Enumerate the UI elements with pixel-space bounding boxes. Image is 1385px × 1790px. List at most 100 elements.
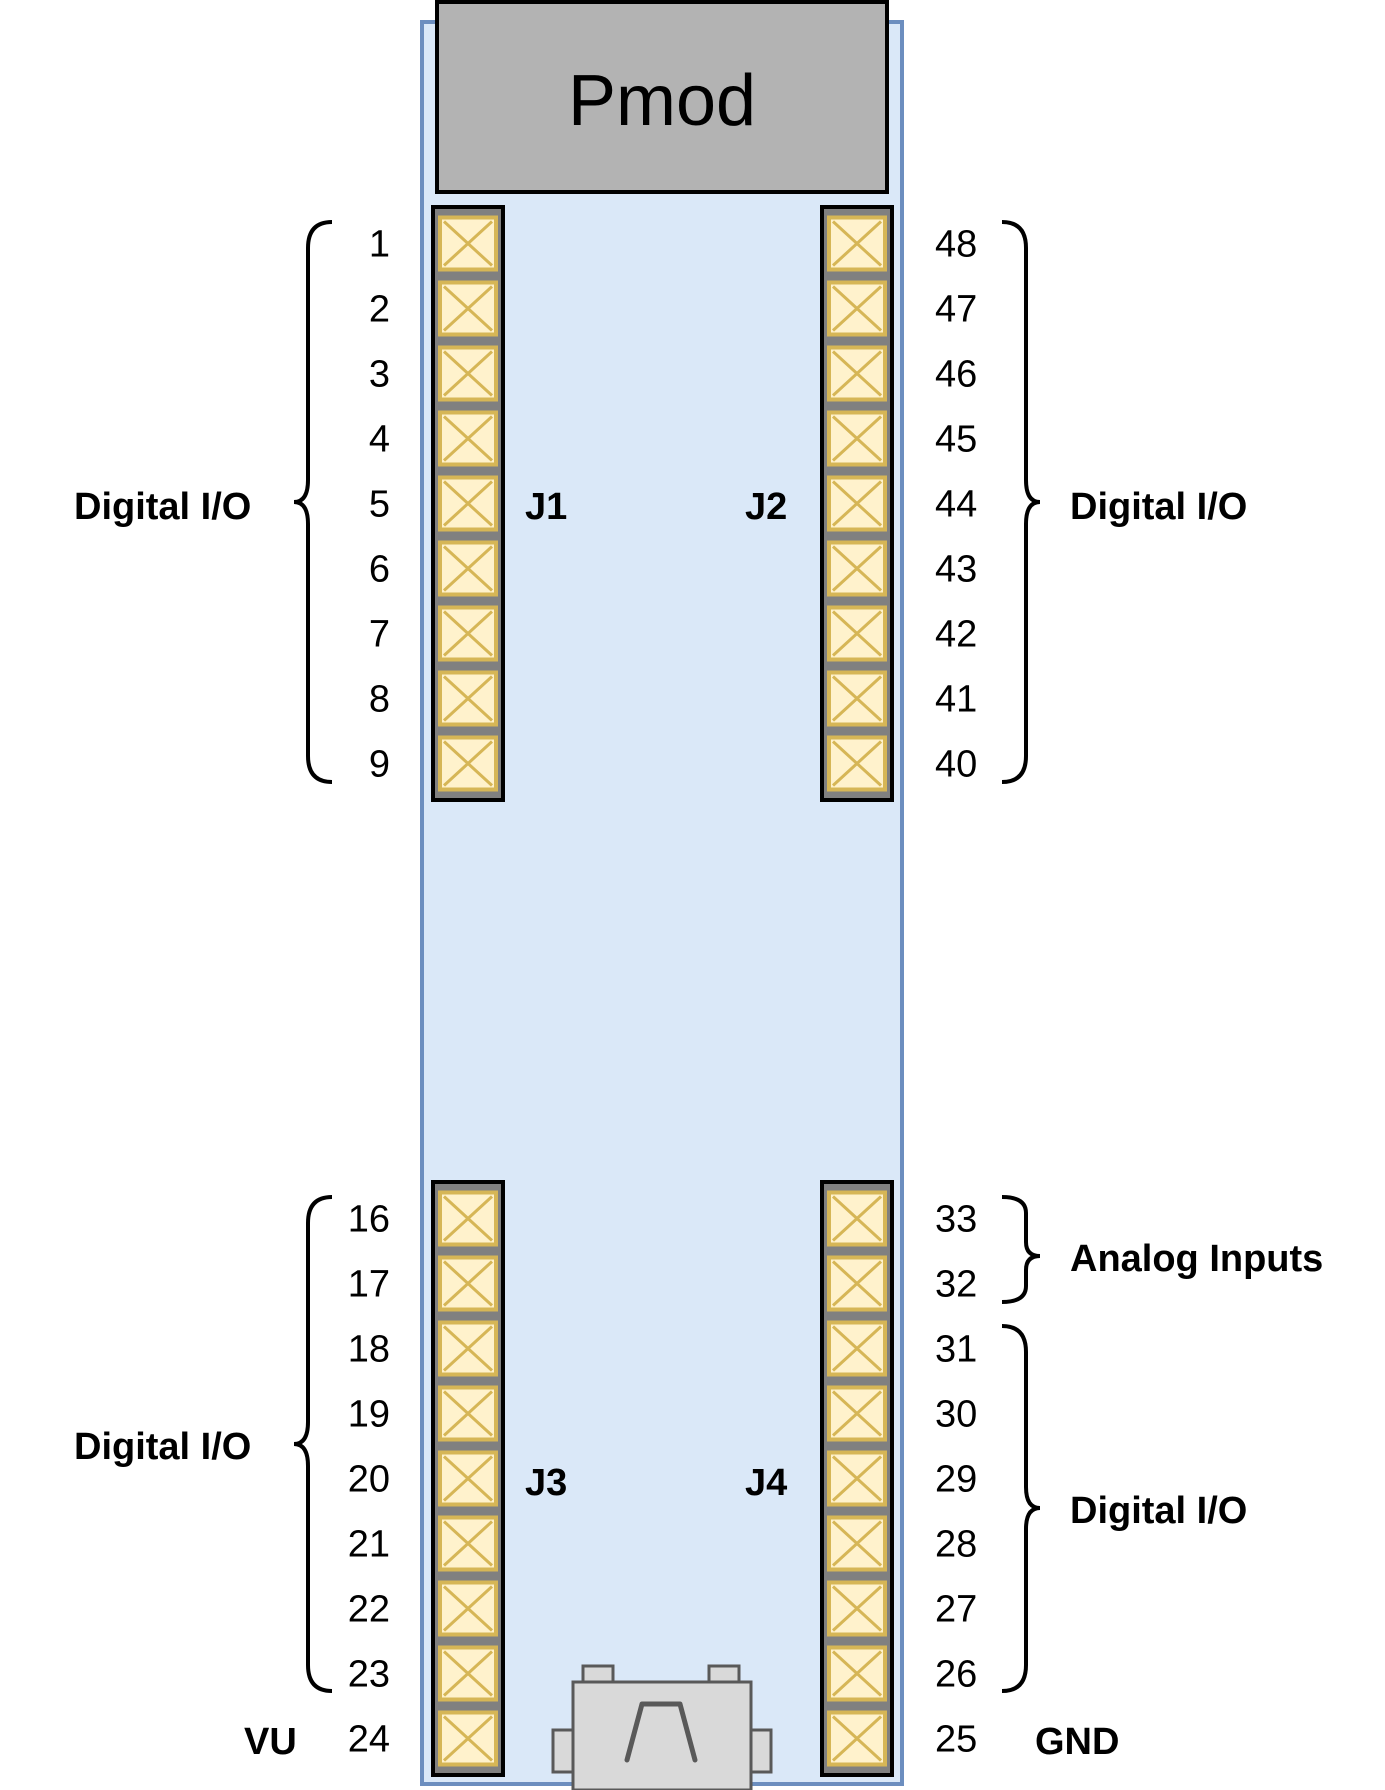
pin-number-6: 6: [369, 549, 390, 591]
pin-2: [438, 280, 498, 337]
pin-number-43: 43: [935, 549, 977, 591]
power-label-gnd: GND: [1035, 1721, 1119, 1763]
pin-23: [438, 1645, 498, 1702]
pin-number-31: 31: [935, 1329, 977, 1371]
pin-48: [827, 215, 887, 272]
pin-number-40: 40: [935, 744, 977, 786]
pin-number-33: 33: [935, 1199, 977, 1241]
group-label-j4-digital-io: Digital I/O: [1070, 1490, 1247, 1532]
header-j1: [431, 205, 505, 802]
pin-number-1: 1: [369, 224, 390, 266]
pin-22: [438, 1580, 498, 1637]
header-label-j1: J1: [525, 486, 567, 528]
pin-number-25: 25: [935, 1719, 977, 1761]
header-j2: [820, 205, 894, 802]
group-label-j1-digital-io: Digital I/O: [74, 486, 251, 528]
pin-4: [438, 410, 498, 467]
pin-41: [827, 670, 887, 727]
pin-numbers-j1: 1 2 3 4 5 6 7 8 9: [369, 224, 390, 786]
pin-33: [827, 1190, 887, 1247]
pin-number-23: 23: [348, 1654, 390, 1696]
pin-24: [438, 1710, 498, 1767]
pin-number-2: 2: [369, 289, 390, 331]
pin-number-17: 17: [348, 1264, 390, 1306]
pin-16: [438, 1190, 498, 1247]
pin-number-27: 27: [935, 1589, 977, 1631]
pin-number-26: 26: [935, 1654, 977, 1696]
pin-45: [827, 410, 887, 467]
power-label-vu: VU: [244, 1721, 297, 1763]
pin-44: [827, 475, 887, 532]
group-label-j2-digital-io: Digital I/O: [1070, 486, 1247, 528]
pin-42: [827, 605, 887, 662]
pin-number-3: 3: [369, 354, 390, 396]
brace-j2-digital-io: [1001, 220, 1041, 784]
brace-j1-digital-io: [293, 220, 333, 784]
pin-46: [827, 345, 887, 402]
pin-43: [827, 540, 887, 597]
pin-number-21: 21: [348, 1524, 390, 1566]
pin-27: [827, 1580, 887, 1637]
group-label-j4-analog-inputs: Analog Inputs: [1070, 1238, 1323, 1280]
pin-number-22: 22: [348, 1589, 390, 1631]
header-label-j2: J2: [745, 486, 787, 528]
pin-25: [827, 1710, 887, 1767]
pin-40: [827, 735, 887, 792]
pin-number-18: 18: [348, 1329, 390, 1371]
pin-number-9: 9: [369, 744, 390, 786]
pin-9: [438, 735, 498, 792]
pin-number-32: 32: [935, 1264, 977, 1306]
pin-number-44: 44: [935, 484, 977, 526]
pin-29: [827, 1450, 887, 1507]
pin-30: [827, 1385, 887, 1442]
pin-number-5: 5: [369, 484, 390, 526]
pin-number-41: 41: [935, 679, 977, 721]
pin-number-20: 20: [348, 1459, 390, 1501]
pin-number-42: 42: [935, 614, 977, 656]
brace-j4-analog-inputs: [1001, 1195, 1041, 1304]
pin-19: [438, 1385, 498, 1442]
pin-1: [438, 215, 498, 272]
pin-47: [827, 280, 887, 337]
usb-connector-icon: [551, 1664, 773, 1790]
pin-number-19: 19: [348, 1394, 390, 1436]
pin-number-24: 24: [348, 1719, 390, 1761]
pin-31: [827, 1320, 887, 1377]
pin-6: [438, 540, 498, 597]
pin-number-29: 29: [935, 1459, 977, 1501]
pin-26: [827, 1645, 887, 1702]
pin-20: [438, 1450, 498, 1507]
pin-numbers-j2: 48 47 46 45 44 43 42 41 40: [935, 224, 977, 786]
pin-numbers-j3: 16 17 18 19 20 21 22 23 24: [348, 1199, 390, 1761]
header-label-j4: J4: [745, 1462, 787, 1504]
pin-7: [438, 605, 498, 662]
pin-number-45: 45: [935, 419, 977, 461]
pin-number-46: 46: [935, 354, 977, 396]
pin-number-8: 8: [369, 679, 390, 721]
pin-number-47: 47: [935, 289, 977, 331]
pin-32: [827, 1255, 887, 1312]
pmod-connector: [435, 0, 889, 194]
pin-number-16: 16: [348, 1199, 390, 1241]
pin-5: [438, 475, 498, 532]
pin-number-4: 4: [369, 419, 390, 461]
pin-17: [438, 1255, 498, 1312]
pin-18: [438, 1320, 498, 1377]
pin-28: [827, 1515, 887, 1572]
brace-j4-digital-io: [1001, 1324, 1041, 1693]
group-label-j3-digital-io: Digital I/O: [74, 1426, 251, 1468]
pin-number-28: 28: [935, 1524, 977, 1566]
header-j3: [431, 1180, 505, 1777]
brace-j3-digital-io: [293, 1195, 333, 1693]
pin-number-48: 48: [935, 224, 977, 266]
pin-numbers-j4: 33 32 31 30 29 28 27 26 25: [935, 1199, 977, 1761]
pin-3: [438, 345, 498, 402]
pin-number-7: 7: [369, 614, 390, 656]
header-label-j3: J3: [525, 1462, 567, 1504]
pin-8: [438, 670, 498, 727]
header-j4: [820, 1180, 894, 1777]
pin-21: [438, 1515, 498, 1572]
pmod-label: Pmod: [568, 61, 756, 141]
pin-number-30: 30: [935, 1394, 977, 1436]
